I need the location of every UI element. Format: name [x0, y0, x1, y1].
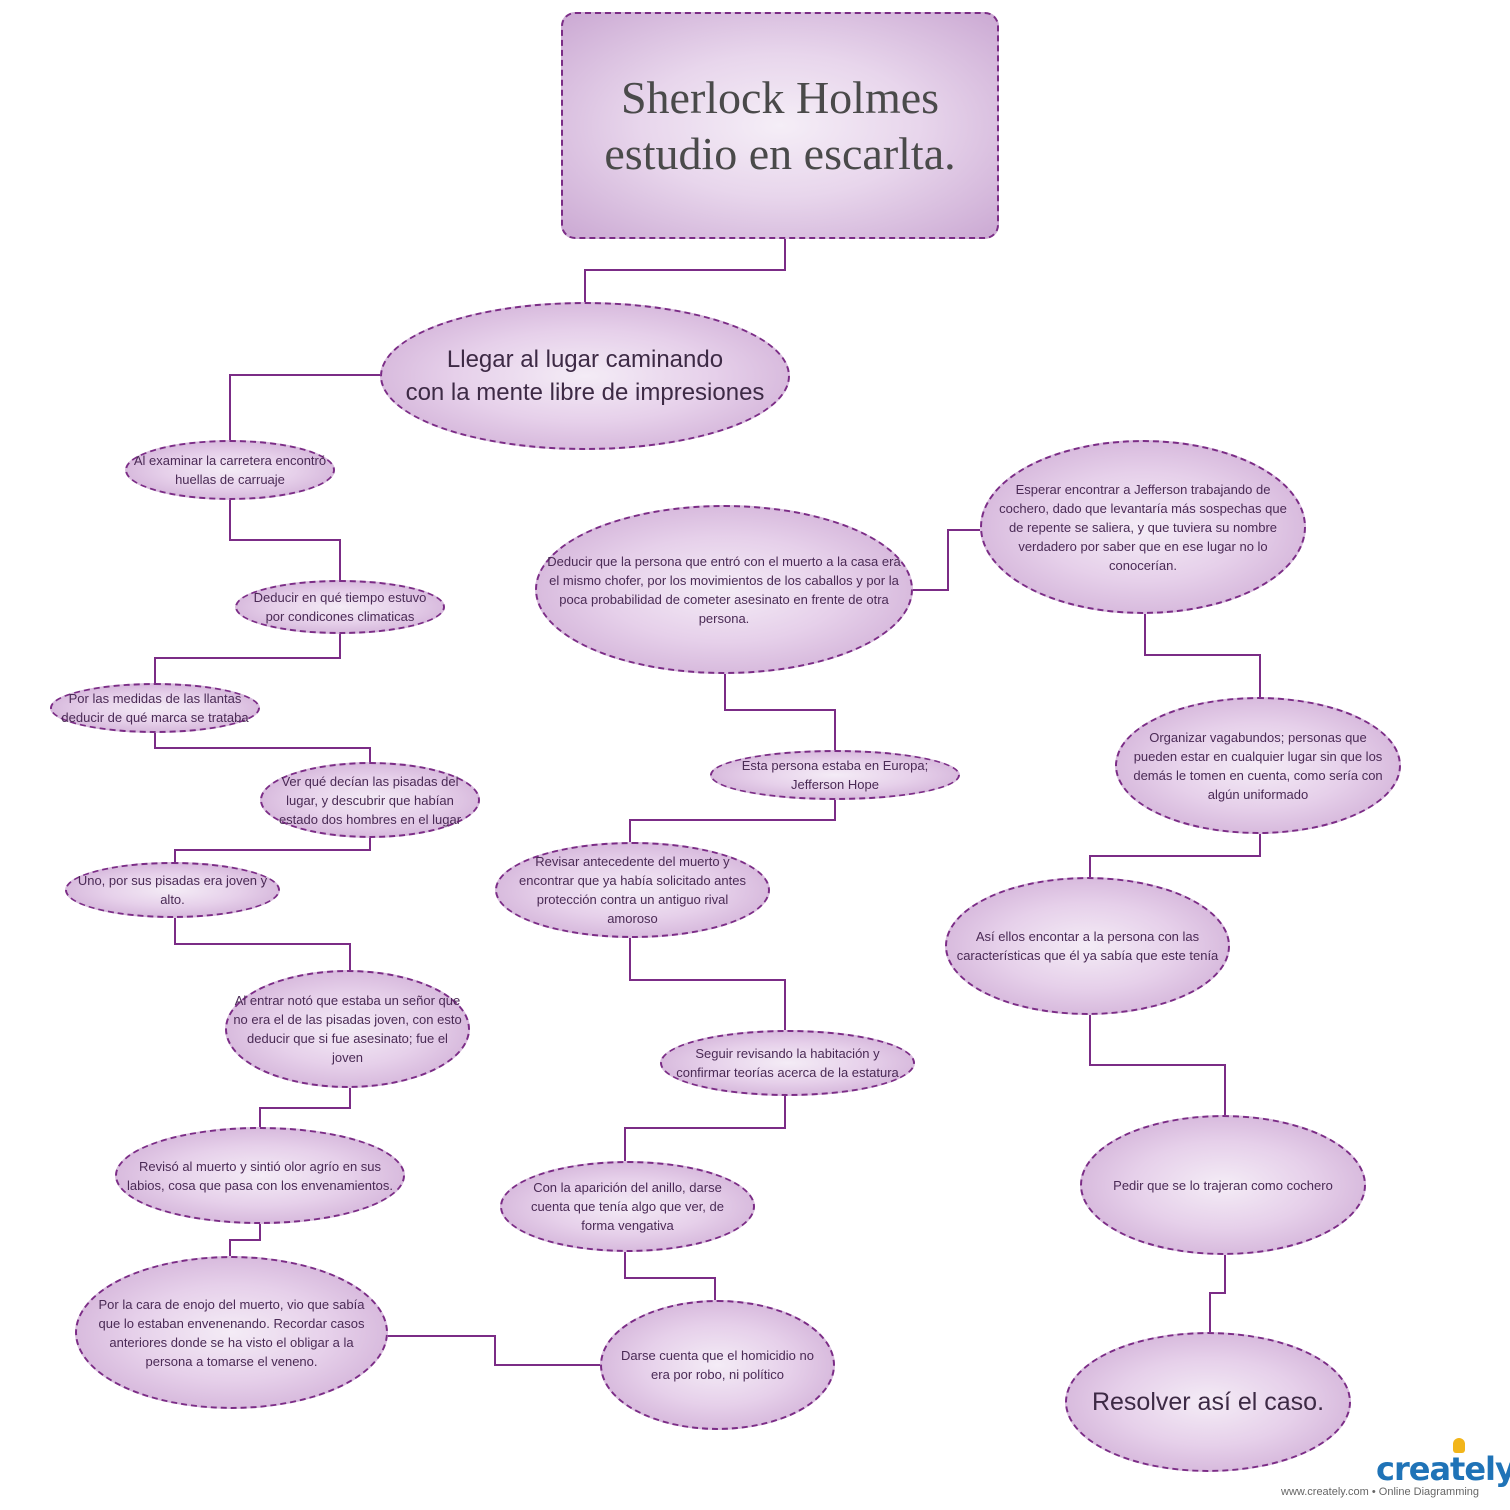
connector	[388, 1335, 600, 1366]
middle-node-2: Con la aparición del anillo, darse cuent…	[500, 1161, 755, 1252]
connector	[174, 918, 351, 970]
connector	[913, 529, 980, 591]
left-node-4: Ver qué decían las pisadas del lugar, y …	[260, 762, 480, 838]
left-node-7: Revisó al muerto y sintió olor agrío en …	[115, 1127, 405, 1224]
connector	[1089, 1015, 1226, 1115]
connector	[229, 500, 341, 580]
main-node: Llegar al lugar caminando con la mente l…	[380, 302, 790, 450]
right-node-2: Organizar vagabundos; personas que puede…	[1115, 697, 1401, 834]
left-node-1: Al examinar la carretera encontró huella…	[125, 440, 335, 500]
main-node-text: Llegar al lugar caminando con la mente l…	[405, 346, 765, 406]
connector	[1089, 834, 1261, 877]
creately-tagline: www.creately.com • Online Diagramming	[1281, 1486, 1480, 1498]
left-node-5: Uno, por sus pisadas era joven y alto.	[65, 862, 280, 918]
left-node-6: Al entrar notó que estaba un señor que n…	[225, 970, 470, 1088]
middle-node-6: Deducir que la persona que entró con el …	[535, 505, 913, 674]
middle-node-3: Seguir revisando la habitación y confirm…	[660, 1030, 915, 1096]
title-box: Sherlock Holmes estudio en escarlta.	[561, 12, 999, 239]
right-node-3: Así ellos encontar a la persona con las …	[945, 877, 1230, 1015]
connector	[629, 938, 786, 1030]
connector	[229, 1224, 261, 1256]
connector	[229, 374, 380, 440]
connector	[584, 238, 786, 302]
middle-node-5: Esta persona estaba en Europa; Jefferson…	[710, 750, 960, 800]
connector	[624, 1096, 786, 1161]
creately-logo[interactable]: creately	[1376, 1450, 1510, 1488]
connector	[1209, 1255, 1226, 1332]
connector	[174, 838, 371, 862]
connector	[624, 1252, 716, 1300]
lightbulb-icon	[1453, 1438, 1465, 1453]
middle-node-1: Darse cuenta que el homicidio no era por…	[600, 1300, 835, 1430]
middle-node-4: Revisar antecedente del muerto y encontr…	[495, 842, 770, 938]
connector	[724, 674, 836, 750]
right-node-4: Pedir que se lo trajeran como cochero	[1080, 1115, 1366, 1255]
left-node-8: Por la cara de enojo del muerto, vio que…	[75, 1256, 388, 1409]
left-node-2: Deducir en qué tiempo estuvo por condico…	[235, 580, 445, 634]
connector	[629, 800, 836, 842]
connector	[154, 733, 371, 762]
connector	[154, 634, 341, 683]
right-node-1: Esperar encontrar a Jefferson trabajando…	[980, 440, 1306, 614]
connector	[259, 1088, 351, 1127]
left-node-3: Por las medidas de las llantas deducir d…	[50, 683, 260, 733]
connector	[1144, 614, 1261, 697]
final-node: Resolver así el caso.	[1065, 1332, 1351, 1472]
title-text: Sherlock Holmes estudio en escarlta.	[604, 71, 956, 179]
